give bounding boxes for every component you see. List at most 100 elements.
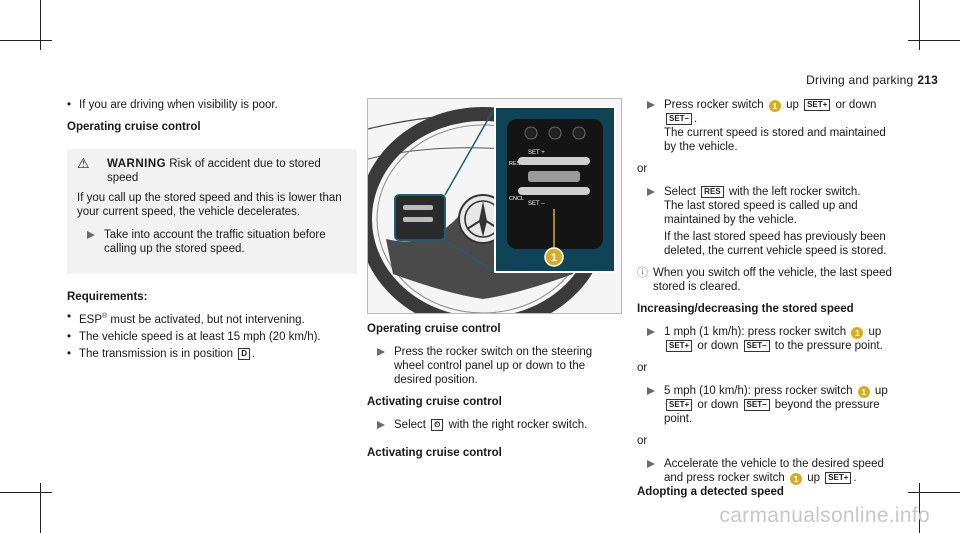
set-plus-icon: SET+ (804, 99, 831, 111)
res-label: RES (509, 161, 521, 167)
warning-step-text: Take into account the traffic situation … (104, 229, 326, 255)
step-arrow-icon (647, 328, 655, 336)
step4-or-down: or down (694, 399, 742, 411)
step-arrow-icon (647, 101, 655, 109)
callout-1: 1 (551, 252, 557, 264)
warning-triangle-icon: ⚠ (77, 155, 90, 171)
step2-body2: If the last stored speed has previously … (664, 231, 887, 257)
step-accelerate: Accelerate the vehicle to the desired sp… (637, 457, 899, 485)
warning-body: If you call up the stored speed and this… (77, 192, 342, 218)
header-section: Driving and parking (806, 73, 914, 87)
warning-box: ⚠ WARNING Risk of accident due to stored… (67, 149, 357, 274)
requirement-transmission: The transmission is in position D. (67, 347, 357, 361)
step-1mph: 1 mph (1 km/h): press rocker switch 1 up… (637, 325, 899, 353)
info-icon: ⓘ (637, 267, 648, 279)
set-plus-label: SET + (528, 150, 545, 156)
req1-post: must be activated, but not intervening. (107, 313, 305, 326)
callout-1-icon: 1 (768, 100, 781, 112)
crop-mark (40, 0, 41, 50)
step4-pre: 5 mph (10 km/h): press rocker switch (664, 385, 856, 397)
callout-1-icon: 1 (790, 473, 802, 485)
heading-adopting-speed: Adopting a detected speed (637, 486, 784, 498)
crop-mark (908, 40, 960, 41)
crop-mark (919, 483, 920, 533)
step3-pre: 1 mph (1 km/h): press rocker switch (664, 326, 850, 338)
step-operating-text: Press the rocker switch on the steering … (394, 346, 593, 386)
crop-mark (919, 0, 920, 50)
step5-post: . (853, 472, 857, 484)
requirement-speed: The vehicle speed is at least 15 mph (20… (67, 330, 357, 344)
callout-1-icon: 1 (857, 386, 870, 398)
set-minus-icon: SET– (666, 113, 693, 125)
step-arrow-icon (377, 348, 385, 356)
step5-up: up (804, 472, 824, 484)
set-plus-icon: SET+ (666, 399, 693, 411)
heading-activating-2: Activating cruise control (367, 447, 502, 459)
step3-up: up (865, 326, 882, 338)
or-3: or (637, 435, 648, 447)
step1-or-down: or down (832, 99, 877, 111)
column-left: If you are driving when visibility is po… (67, 98, 357, 364)
step-operating: Press the rocker switch on the steering … (367, 345, 622, 387)
heading-operating-cruise-control: Operating cruise control (67, 121, 201, 133)
heading-activating: Activating cruise control (367, 396, 502, 408)
req3-pre: The transmission is in position (79, 347, 237, 360)
column-right: Press rocker switch 1 up SET+ or down SE… (637, 98, 899, 499)
heading-increasing-decreasing: Increasing/decreasing the stored speed (637, 303, 854, 315)
res-icon: RES (701, 186, 724, 198)
warning-title-text: Risk of accident due to stored speed (107, 158, 321, 184)
cruise-control-icon: ⏲ (431, 419, 444, 431)
step-5mph: 5 mph (10 km/h): press rocker switch 1 u… (637, 384, 899, 426)
step-activating-pre: Select (394, 419, 430, 431)
warning-label: WARNING (107, 158, 167, 170)
intro-bullet: If you are driving when visibility is po… (67, 98, 357, 112)
step4-post: beyond the pressure point. (664, 399, 880, 425)
step3-post: to the pressure point. (771, 340, 883, 352)
step-arrow-icon (647, 387, 655, 395)
note-text: When you switch off the vehicle, the las… (653, 267, 892, 293)
req1-pre: ESP (79, 313, 103, 326)
cncl-label: CNCL (509, 196, 524, 202)
step4-up: up (871, 385, 888, 397)
set-plus-icon: SET+ (825, 472, 852, 484)
step1-post: . (694, 113, 698, 125)
column-middle: Operating cruise control Press the rocke… (367, 322, 622, 466)
callout-1-icon: 1 (851, 327, 864, 339)
step-arrow-icon (647, 188, 655, 196)
step1-up: up (782, 99, 803, 111)
set-minus-icon: SET– (743, 340, 770, 352)
steering-wheel-drawing: SET + SET – RES CNCL 1 (368, 99, 621, 313)
crop-mark (0, 40, 52, 41)
warning-title: ⚠ WARNING Risk of accident due to stored… (77, 155, 347, 185)
set-minus-icon: SET– (743, 399, 770, 411)
step3-or-down: or down (694, 340, 742, 352)
or-2: or (637, 362, 648, 374)
step1-pre: Press rocker switch (664, 99, 767, 111)
step2-body1: The last stored speed is called up and m… (664, 200, 858, 226)
registered-mark: ® (102, 313, 108, 320)
step-arrow-icon (87, 231, 95, 239)
step-select-res: Select RES with the left rocker switch. … (637, 185, 899, 258)
info-note: ⓘ When you switch off the vehicle, the l… (637, 266, 899, 294)
req3-post: . (252, 347, 256, 360)
steering-wheel-illustration: SET + SET – RES CNCL 1 (367, 98, 622, 314)
crop-mark (908, 492, 960, 493)
crop-mark (40, 483, 41, 533)
page-number: 213 (917, 73, 938, 87)
step1-body: The current speed is stored and maintain… (664, 127, 886, 153)
transmission-d-icon: D (238, 347, 251, 360)
step-arrow-icon (377, 421, 385, 429)
set-plus-icon: SET+ (666, 340, 693, 352)
step-activating-post: with the right rocker switch. (445, 419, 588, 431)
crop-mark (0, 492, 52, 493)
or-1: or (637, 163, 648, 175)
requirement-esp: ESP® must be activated, but not interven… (67, 310, 357, 327)
step2-pre: Select (664, 186, 700, 198)
watermark: carmanualsonline.info (719, 504, 930, 527)
step-arrow-icon (647, 460, 655, 468)
step2-post: with the left rocker switch. (725, 186, 861, 198)
heading-operating-2: Operating cruise control (367, 323, 501, 335)
step-activating: Select ⏲ with the right rocker switch. (367, 418, 622, 432)
requirements-heading: Requirements: (67, 291, 148, 303)
